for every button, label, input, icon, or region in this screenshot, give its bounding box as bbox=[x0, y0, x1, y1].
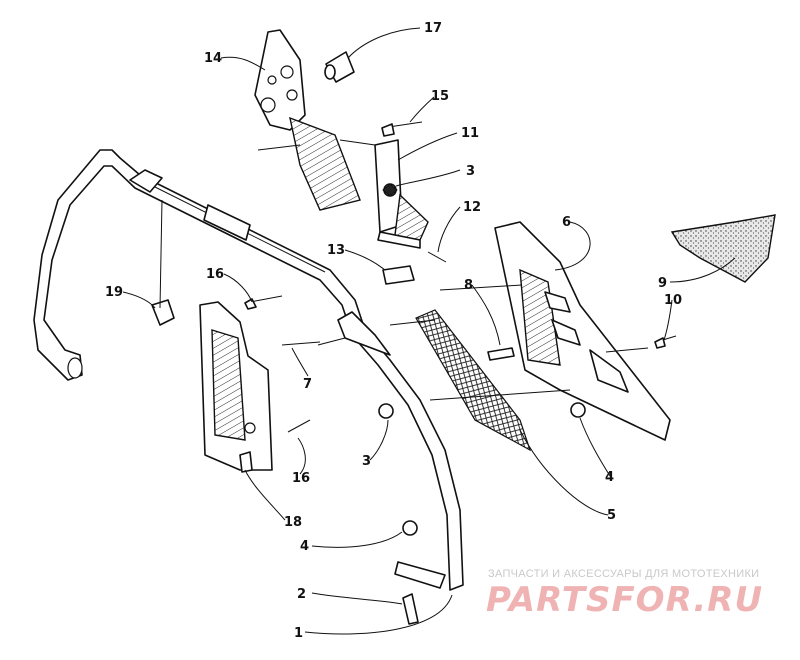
callout-4-lower: 4 bbox=[300, 539, 309, 554]
bracket-11 bbox=[374, 139, 429, 249]
leader-lines bbox=[122, 27, 736, 635]
watermark-tagline: ЗАПЧАСТИ И АКСЕССУАРЫ ДЛЯ МОТОТЕХНИКИ bbox=[488, 568, 759, 580]
foam-pad-9 bbox=[670, 214, 776, 283]
callout-6: 6 bbox=[562, 215, 571, 230]
callout-12: 12 bbox=[463, 200, 481, 215]
callout-13: 13 bbox=[327, 243, 345, 258]
callout-19: 19 bbox=[105, 285, 123, 300]
callout-3-upper: 3 bbox=[466, 164, 475, 179]
side-panel-6 bbox=[494, 221, 671, 441]
small-hardware bbox=[151, 183, 586, 536]
callout-9: 9 bbox=[658, 276, 667, 291]
callout-16-lower: 16 bbox=[292, 471, 310, 486]
mesh-grille bbox=[415, 309, 532, 452]
callout-14: 14 bbox=[204, 51, 222, 66]
callout-10: 10 bbox=[664, 293, 682, 308]
callout-16-upper: 16 bbox=[206, 267, 224, 282]
callout-8: 8 bbox=[464, 278, 473, 293]
callout-4-right: 4 bbox=[605, 470, 614, 485]
callouts: 1 2 3 3 4 4 5 6 7 8 9 10 11 12 13 14 15 … bbox=[105, 21, 682, 641]
alignment-lines bbox=[159, 139, 649, 401]
side-panel-18 bbox=[199, 301, 273, 473]
callout-5: 5 bbox=[607, 508, 616, 523]
callout-3-lower: 3 bbox=[362, 454, 371, 469]
watermark-logo: PARTSFOR.RU bbox=[486, 580, 763, 620]
callout-1: 1 bbox=[294, 626, 303, 641]
callout-7: 7 bbox=[303, 377, 312, 392]
fasteners bbox=[244, 121, 677, 625]
bumper-tube bbox=[33, 149, 464, 591]
watermark: ЗАПЧАСТИ И АКСЕССУАРЫ ДЛЯ МОТОТЕХНИКИ PA… bbox=[486, 568, 763, 620]
callout-17: 17 bbox=[424, 21, 442, 36]
bushing-17 bbox=[324, 51, 355, 83]
callout-2: 2 bbox=[297, 587, 306, 602]
callout-18: 18 bbox=[284, 515, 302, 530]
callout-15: 15 bbox=[431, 89, 449, 104]
callout-11: 11 bbox=[461, 126, 479, 141]
upper-mount-plate bbox=[254, 29, 361, 211]
